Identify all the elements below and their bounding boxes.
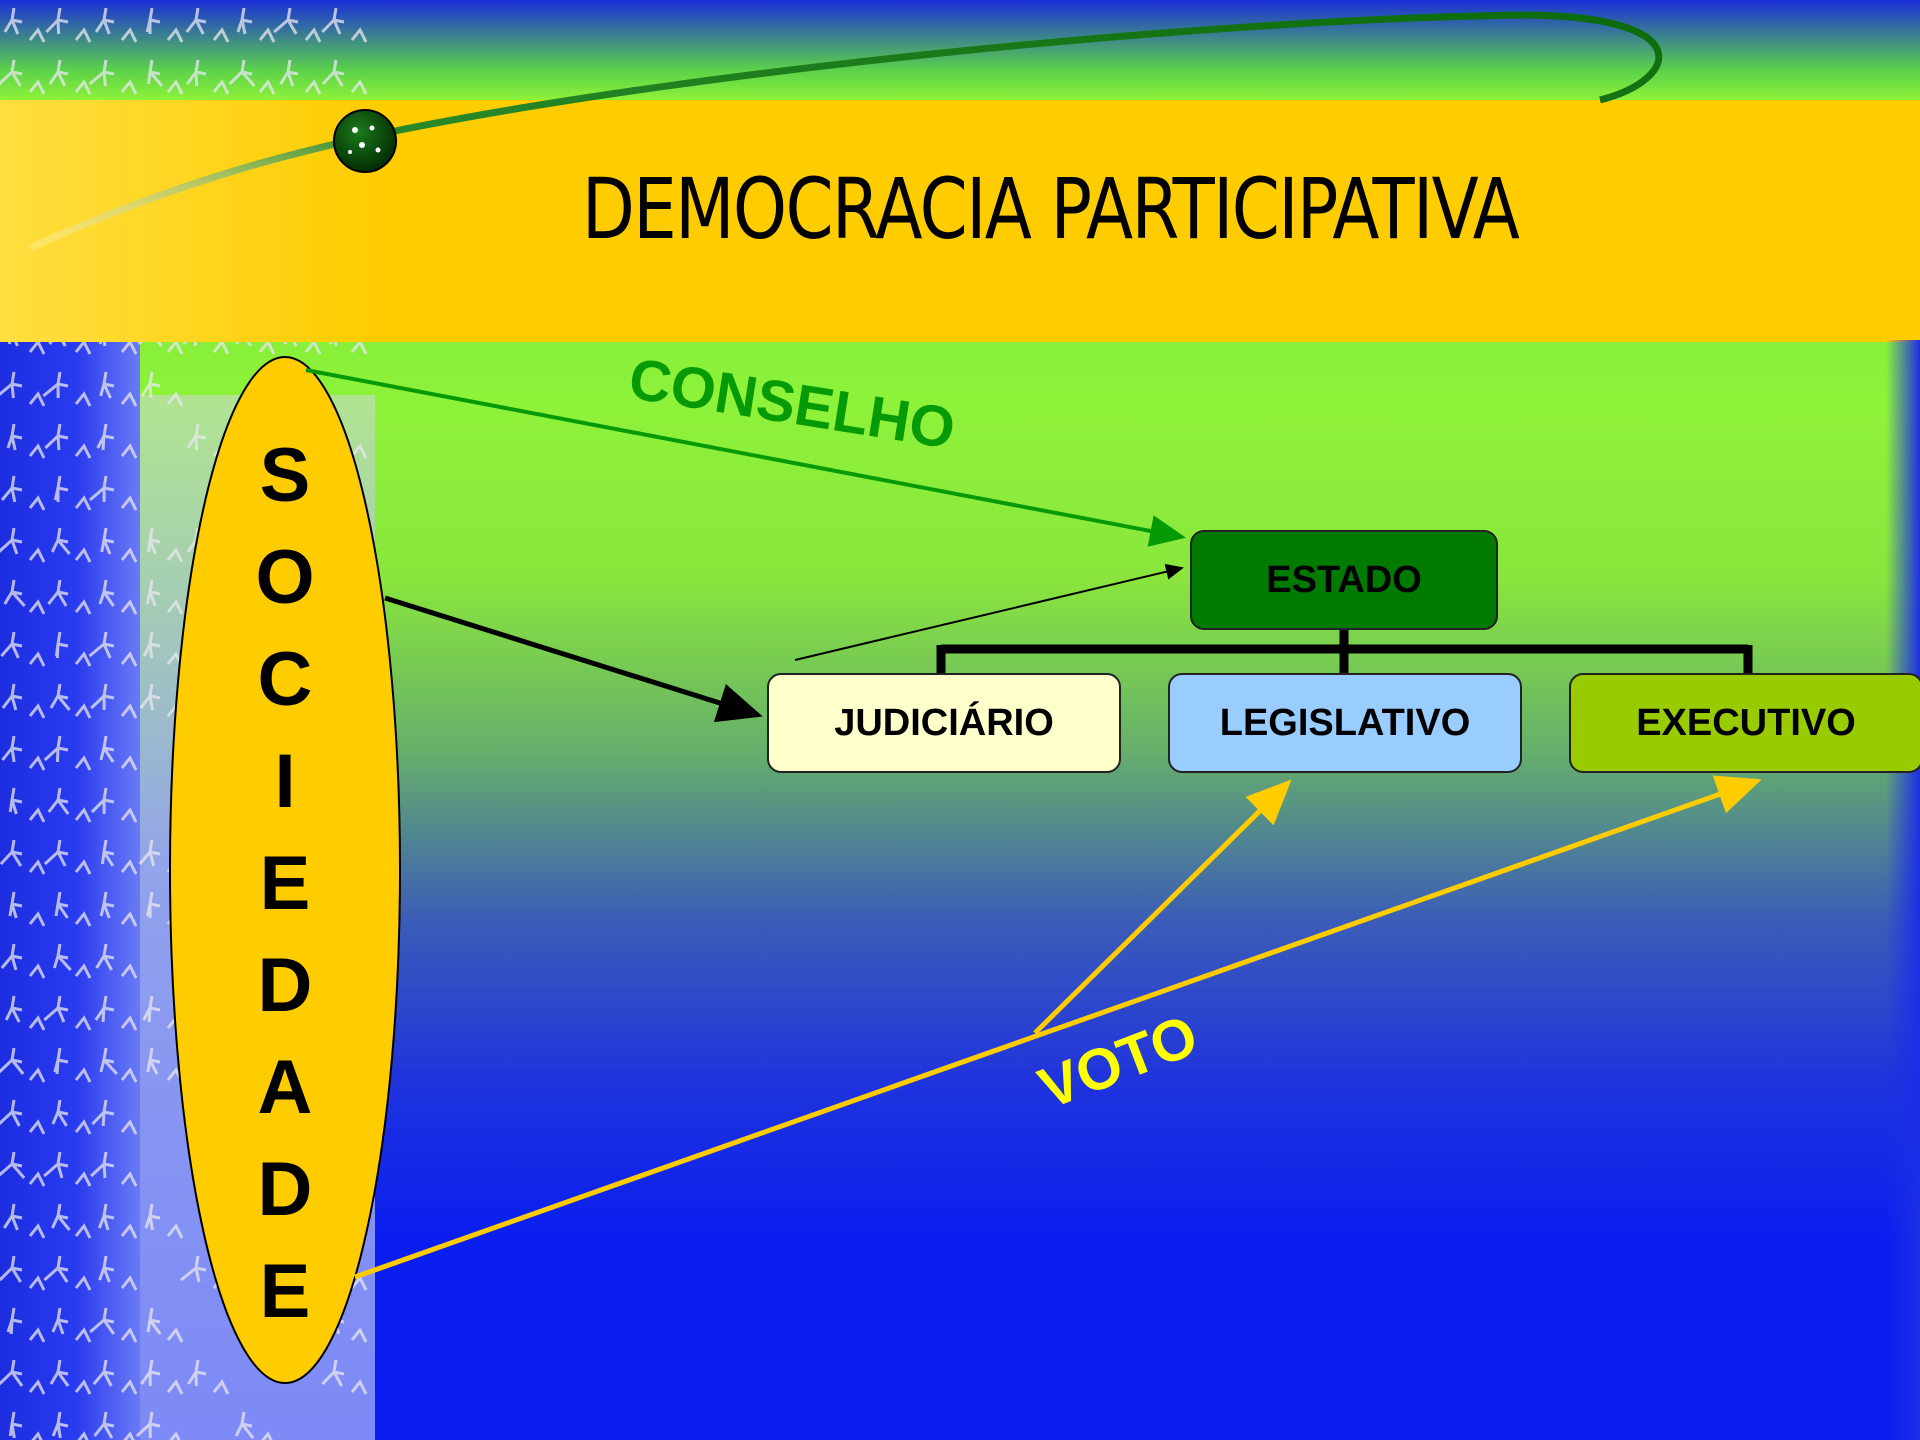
- state-node: ESTADO: [1190, 530, 1498, 630]
- globe-icon: [333, 109, 397, 173]
- society-letter: D: [257, 1147, 313, 1232]
- right-edge-shadow: [1886, 340, 1920, 1440]
- society-letter: D: [257, 943, 313, 1028]
- legislative-node: LEGISLATIVO: [1168, 673, 1522, 773]
- vote-arrow-executive: [354, 775, 1762, 1280]
- title-band-pattern-fade: [0, 100, 380, 342]
- council-arrow: [305, 368, 1186, 547]
- vote-arrow-legislative: [1033, 779, 1292, 1035]
- society-letter: C: [257, 637, 313, 722]
- judiciary-to-state-arrow: [794, 563, 1184, 661]
- society-letter: E: [259, 1249, 311, 1334]
- society-letter: I: [274, 739, 296, 824]
- society-ellipse: [169, 356, 401, 1384]
- society-letter: O: [255, 535, 315, 620]
- page-title: DEMOCRACIA PARTICIPATIVA: [581, 160, 1520, 258]
- society-letter: E: [259, 841, 311, 926]
- executive-node: EXECUTIVO: [1569, 673, 1920, 773]
- org-connector: [936, 626, 1753, 673]
- society-label: S O C I E D A D E: [230, 425, 340, 1343]
- judiciary-node: JUDICIÁRIO: [767, 673, 1121, 773]
- society-letter: A: [257, 1045, 313, 1130]
- society-letter: S: [259, 433, 311, 518]
- society-to-judiciary-arrow: [384, 595, 763, 723]
